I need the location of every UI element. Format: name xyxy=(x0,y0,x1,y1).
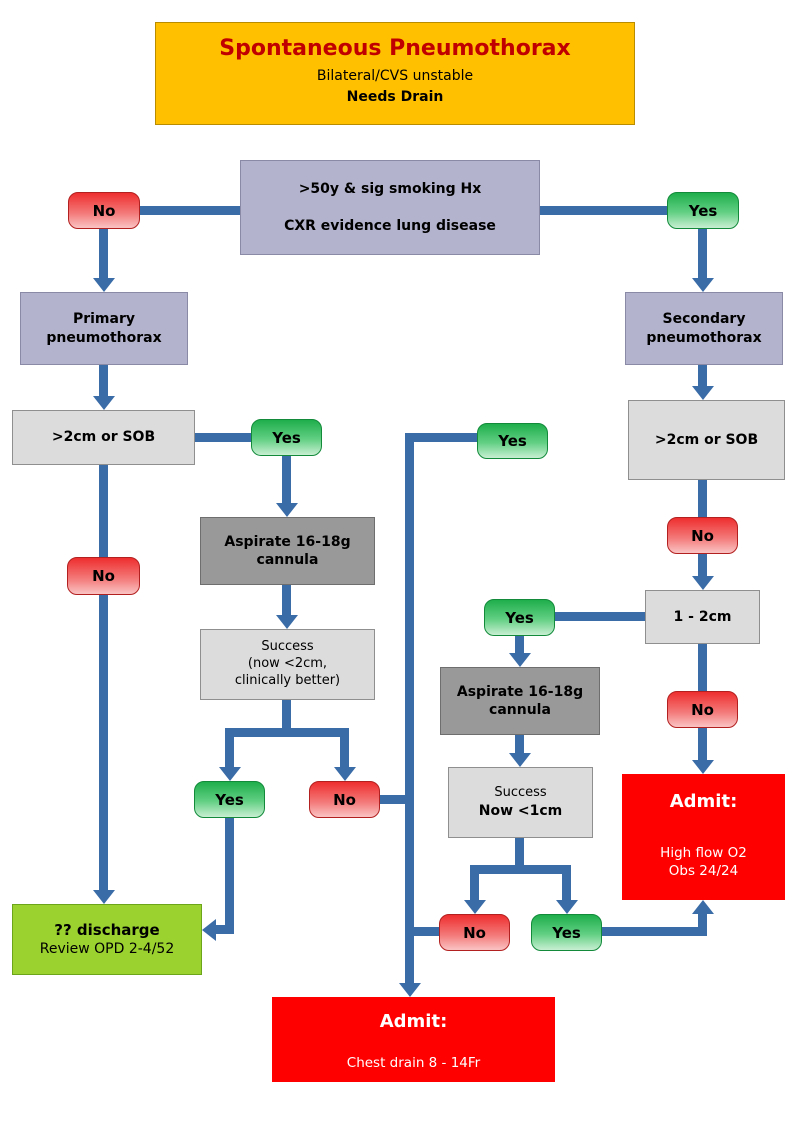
connector-line xyxy=(195,433,252,442)
connector-line xyxy=(555,612,645,621)
node-discharge: ?? discharge Review OPD 2-4/52 xyxy=(12,904,202,975)
title-subtitle: Bilateral/CVS unstable xyxy=(316,67,474,84)
arrowhead-down-icon xyxy=(93,396,115,410)
connector-line xyxy=(515,635,524,653)
yes-badge-success-right: Yes xyxy=(531,914,602,951)
admit-o2-body1: High flow O2 xyxy=(660,845,747,862)
connector-line xyxy=(470,865,479,900)
connector-line xyxy=(515,837,524,874)
node-primary-pneumothorax: Primary pneumothorax xyxy=(20,292,188,365)
success-right-line1: Success xyxy=(494,784,547,800)
connector-line xyxy=(698,914,707,936)
connector-line xyxy=(410,927,440,936)
arrowhead-down-icon xyxy=(692,760,714,774)
connector-line xyxy=(515,734,524,753)
admit-o2-heading: Admit: xyxy=(669,791,738,812)
node-secondary-pneumothorax: Secondary pneumothorax xyxy=(625,292,783,365)
node-aspirate-left: Aspirate 16-18g cannula xyxy=(200,517,375,585)
admit-drain-heading: Admit: xyxy=(379,1011,448,1032)
connector-line xyxy=(282,584,291,615)
connector-line xyxy=(540,206,672,215)
connector-line xyxy=(379,795,411,804)
no-badge-left-size: No xyxy=(67,557,140,595)
connector-line xyxy=(99,464,108,890)
arrowhead-down-icon xyxy=(276,503,298,517)
node-success-right: Success Now <1cm xyxy=(448,767,593,838)
success-right-line2: Now <1cm xyxy=(478,802,563,819)
connector-line xyxy=(225,817,234,934)
connector-line xyxy=(282,455,291,503)
connector-line xyxy=(470,865,571,874)
connector-line xyxy=(104,206,244,215)
connector-line xyxy=(99,228,108,278)
node-admit-o2: Admit: High flow O2 Obs 24/24 xyxy=(622,774,785,900)
arrowhead-down-icon xyxy=(276,615,298,629)
connector-line xyxy=(340,728,349,767)
connector-line xyxy=(562,865,571,900)
arrowhead-down-icon xyxy=(692,576,714,590)
arrowhead-up-icon xyxy=(692,900,714,914)
arrowhead-down-icon xyxy=(692,278,714,292)
connector-line xyxy=(698,228,707,278)
top-decision-line2: CXR evidence lung disease xyxy=(284,217,496,234)
yes-badge-right-size: Yes xyxy=(477,423,548,459)
arrowhead-down-icon xyxy=(219,767,241,781)
no-badge-success-left: No xyxy=(309,781,380,818)
arrowhead-down-icon xyxy=(334,767,356,781)
yes-badge-success-left: Yes xyxy=(194,781,265,818)
node-1-2cm: 1 - 2cm xyxy=(645,590,760,644)
connector-line xyxy=(225,728,349,737)
connector-line xyxy=(225,728,234,767)
no-badge-top: No xyxy=(68,192,140,229)
arrowhead-down-icon xyxy=(93,278,115,292)
node-size-left: >2cm or SOB xyxy=(12,410,195,465)
top-decision-line1: >50y & sig smoking Hx xyxy=(298,180,482,197)
arrowhead-down-icon xyxy=(399,983,421,997)
connector-line xyxy=(601,927,707,936)
arrowhead-down-icon xyxy=(464,900,486,914)
yes-badge-1-2cm: Yes xyxy=(484,599,555,636)
node-size-right: >2cm or SOB xyxy=(628,400,785,480)
connector-line xyxy=(698,364,707,386)
title-box: Spontaneous Pneumothorax Bilateral/CVS u… xyxy=(155,22,635,125)
discharge-line2: Review OPD 2-4/52 xyxy=(39,941,175,958)
arrowhead-down-icon xyxy=(509,753,531,767)
no-badge-1-2cm: No xyxy=(667,691,738,728)
yes-badge-left-size: Yes xyxy=(251,419,322,456)
no-badge-success-right: No xyxy=(439,914,510,951)
no-badge-right-size: No xyxy=(667,517,738,554)
connector-line xyxy=(216,925,232,934)
title-subtitle-2: Needs Drain xyxy=(346,88,444,105)
connector-line xyxy=(282,699,291,732)
arrowhead-down-icon xyxy=(692,386,714,400)
node-admit-chest-drain: Admit: Chest drain 8 - 14Fr xyxy=(272,997,555,1082)
connector-line xyxy=(405,433,414,984)
admit-o2-body2: Obs 24/24 xyxy=(668,862,739,879)
connector-line xyxy=(99,364,108,396)
arrowhead-left-icon xyxy=(202,919,216,941)
arrowhead-down-icon xyxy=(509,653,531,667)
admit-drain-body: Chest drain 8 - 14Fr xyxy=(346,1055,481,1072)
connector-line xyxy=(410,433,478,442)
node-success-left: Success (now <2cm, clinically better) xyxy=(200,629,375,700)
yes-badge-top: Yes xyxy=(667,192,739,229)
arrowhead-down-icon xyxy=(556,900,578,914)
discharge-line1: ?? discharge xyxy=(54,920,160,939)
page-title: Spontaneous Pneumothorax xyxy=(219,36,571,61)
node-top-decision: >50y & sig smoking Hx CXR evidence lung … xyxy=(240,160,540,255)
node-aspirate-right: Aspirate 16-18g cannula xyxy=(440,667,600,735)
arrowhead-down-icon xyxy=(93,890,115,904)
